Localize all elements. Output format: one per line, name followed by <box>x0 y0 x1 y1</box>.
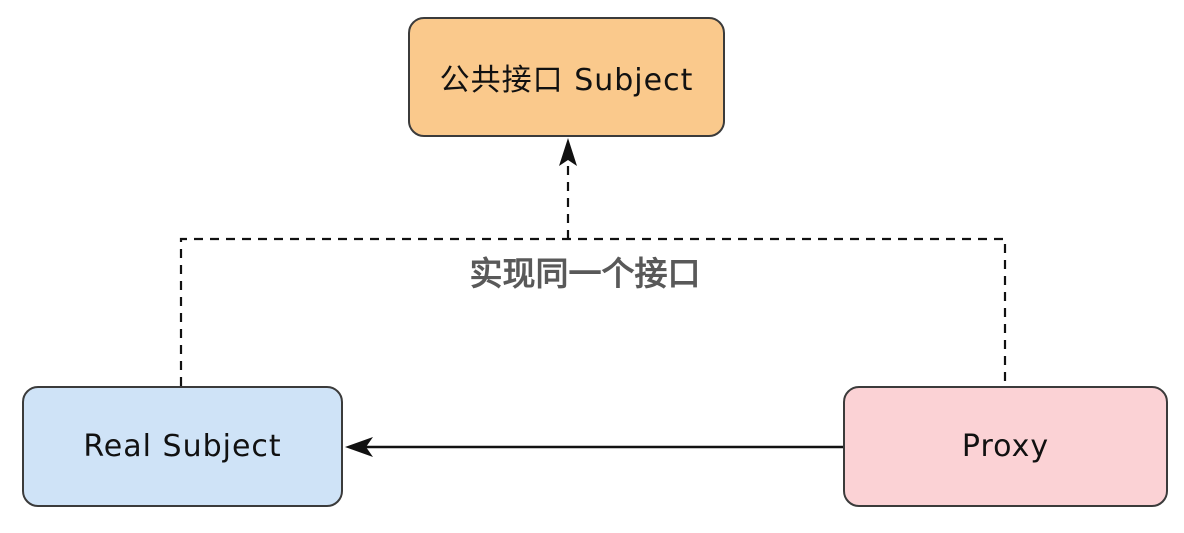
node-proxy: Proxy <box>843 386 1168 507</box>
arrowhead-left-icon <box>345 437 373 457</box>
node-proxy-label: Proxy <box>961 429 1050 464</box>
node-subject-label: 公共接口 Subject <box>439 63 694 98</box>
arrowhead-up-icon <box>559 138 577 166</box>
node-subject: 公共接口 Subject <box>408 17 725 137</box>
edge-label-implements: 实现同一个接口 <box>469 254 701 293</box>
node-real-subject: Real Subject <box>22 386 343 507</box>
dashed-implements-connector <box>179 237 1007 386</box>
node-real-subject-label: Real Subject <box>83 429 282 464</box>
